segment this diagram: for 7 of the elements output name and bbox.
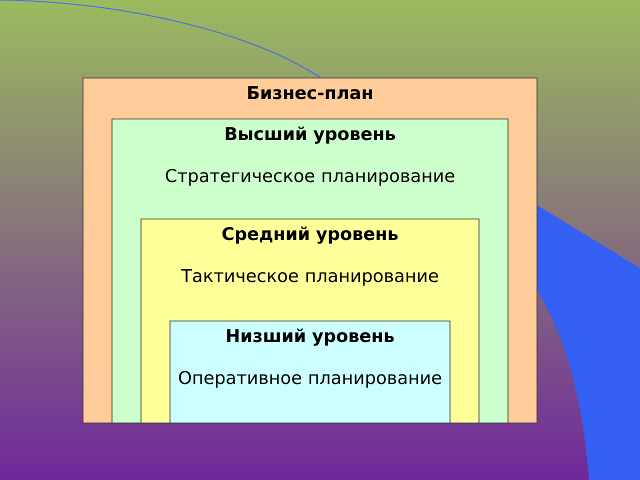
level-description: Тактическое планирование [181,269,438,286]
level-title: Низший уровень [227,328,394,346]
level-description: Стратегическое планирование [166,168,454,186]
level-title: Высший уровень [226,126,395,144]
level-description: Оперативное планирование [178,370,442,388]
level-title: Средний уровень [222,226,398,244]
level-title: Бизнес-план [248,86,372,100]
